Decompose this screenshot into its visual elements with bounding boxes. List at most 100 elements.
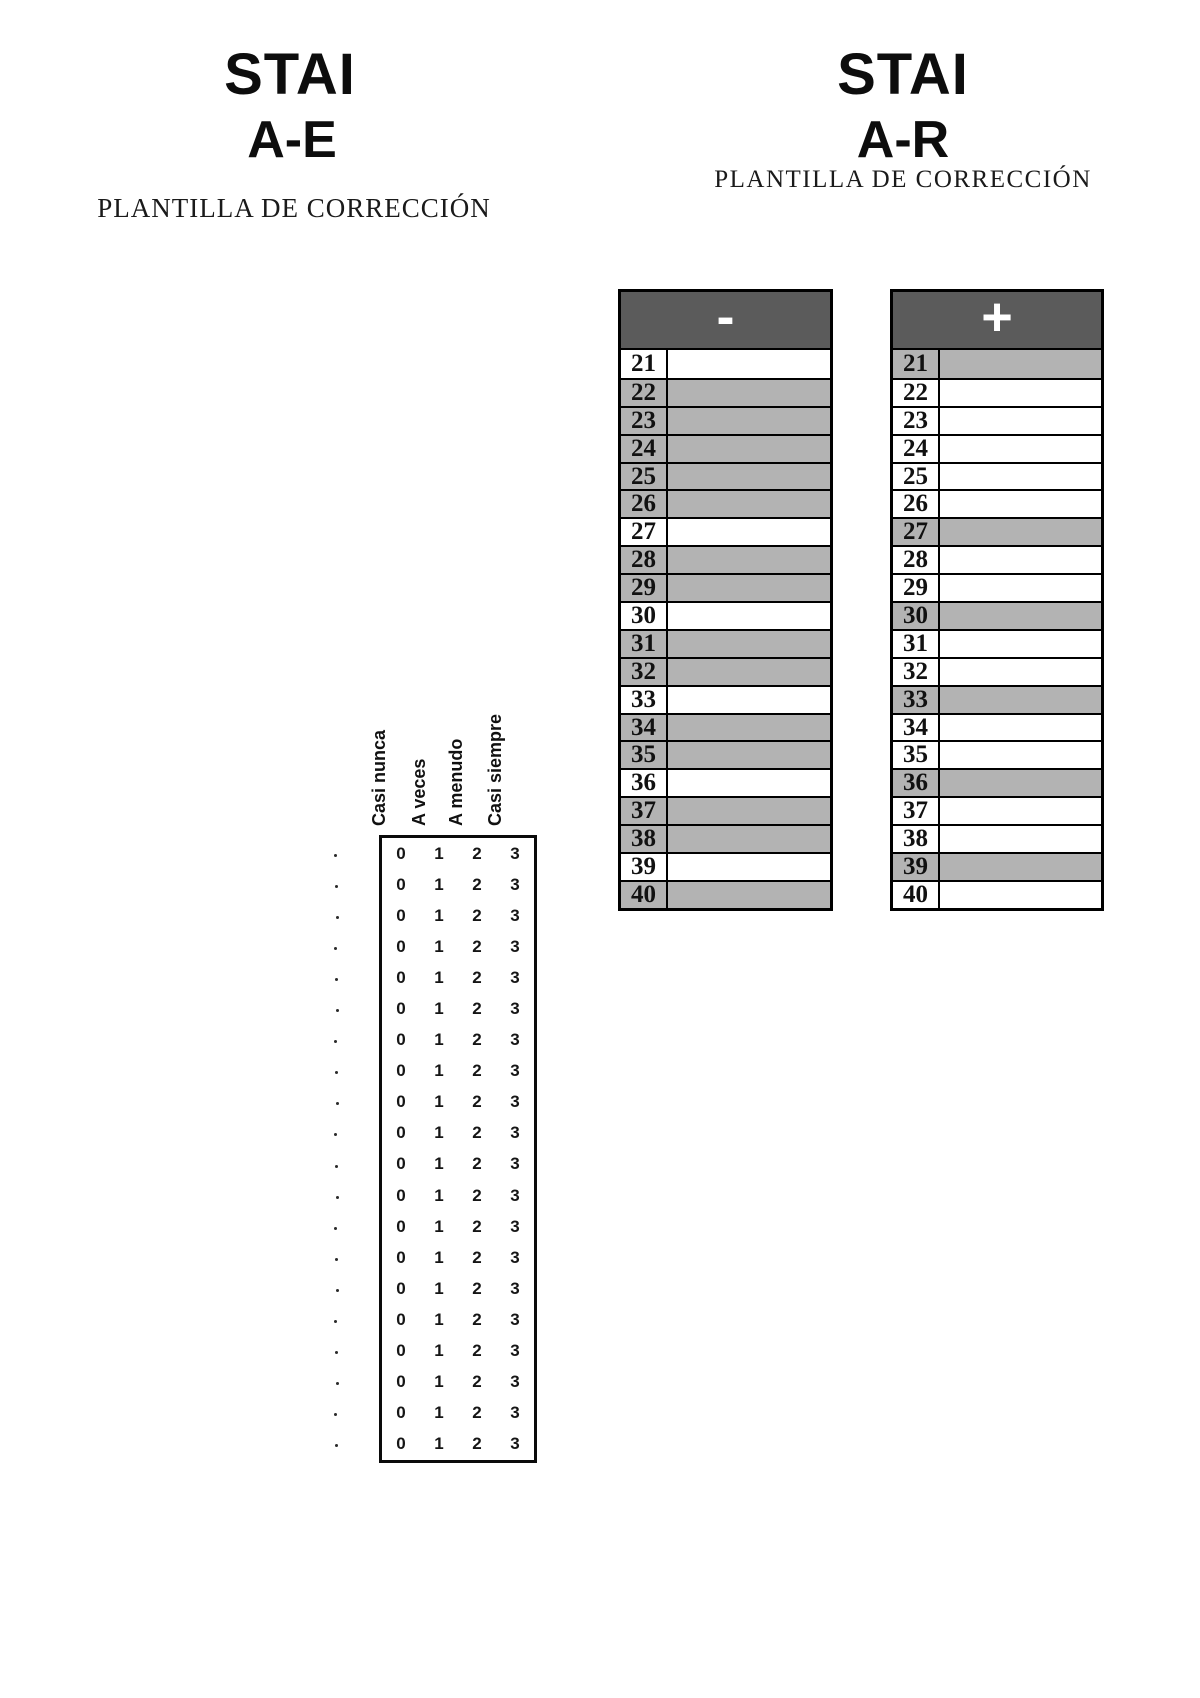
answer-cell: 1 [434,1341,444,1361]
answer-cell: 2 [472,967,482,987]
answer-window-cell [668,826,830,853]
answer-cell: 2 [472,1030,482,1050]
answer-cell: 3 [510,1403,520,1423]
plus-row-27: 27 [893,517,1101,545]
right-panel-title: STAI [837,42,969,107]
answer-window-cell [668,854,830,880]
minus-icon: - [716,287,735,347]
answer-window-cell [668,798,830,825]
leader-dot [336,1195,339,1199]
answer-cell: 1 [434,967,444,987]
answer-cell: 1 [434,1278,444,1298]
leader-dot [336,915,339,919]
minus-row-22: 22 [621,377,830,406]
answer-window-cell [940,881,1101,908]
minus-row-37: 37 [621,796,830,824]
answer-cell: 1 [434,1403,444,1423]
plus-row-40: 40 [893,879,1101,908]
minus-table-header: - [621,287,830,350]
answer-window-cell [940,798,1101,825]
answer-cell: 1 [434,1216,444,1236]
answer-cell: 1 [434,874,444,894]
answer-cell: 0 [396,1092,406,1112]
answer-window-cell [940,630,1101,657]
answer-cell: 0 [396,967,406,987]
item-number-cell: 34 [621,714,668,741]
leader-dot [334,853,337,857]
answer-cell: 3 [510,936,520,956]
item-number-cell: 34 [893,714,940,741]
answer-cell: 1 [434,1309,444,1329]
answer-cell: 2 [472,1092,482,1112]
answer-window-cell [668,519,830,546]
answer-cell: 2 [472,1278,482,1298]
item-number-cell: 32 [621,658,668,685]
item-number-cell: 22 [893,379,940,406]
item-number-cell: 40 [893,881,940,908]
minus-row-36: 36 [621,768,830,796]
answer-cell: 2 [472,1154,482,1174]
leader-dot [334,1320,337,1324]
answer-grid-row: 0 1 2 3 [382,1211,534,1242]
answer-cell: 2 [472,1247,482,1267]
plus-row-37: 37 [893,796,1101,824]
answer-cell: 3 [510,1185,520,1205]
minus-row-29: 29 [621,573,830,601]
answer-cell: 3 [510,1372,520,1392]
leader-dot [336,1382,339,1386]
item-number-cell: 26 [893,490,940,517]
item-number-cell: 21 [621,350,668,378]
plus-row-34: 34 [893,712,1101,741]
answer-cell: 0 [396,905,406,925]
answer-window-cell [940,714,1101,741]
left-panel-subtitle: A-E [247,111,337,169]
minus-row-27: 27 [621,517,830,545]
answer-cell: 1 [434,1372,444,1392]
plus-row-33: 33 [893,684,1101,713]
answer-window-cell [668,547,830,574]
plus-row-35: 35 [893,740,1101,768]
answer-window-cell [668,630,830,657]
item-number-cell: 25 [893,463,940,490]
plus-row-31: 31 [893,628,1101,657]
answer-cell: 0 [396,1309,406,1329]
minus-row-24: 24 [621,433,830,462]
item-number-cell: 24 [621,435,668,462]
item-number-cell: 36 [893,769,940,796]
answer-cell: 0 [396,999,406,1019]
answer-cell: 1 [434,1154,444,1174]
minus-row-26: 26 [621,489,830,517]
item-number-cell: 32 [893,658,940,685]
answer-cell: 0 [396,936,406,956]
plus-row-39: 39 [893,852,1101,880]
leader-dot [334,946,337,950]
leader-dot [335,1444,338,1448]
answer-cell: 0 [396,1341,406,1361]
answer-window-cell [668,435,830,462]
minus-row-31: 31 [621,628,830,657]
answer-window-cell [940,435,1101,462]
answer-cell: 0 [396,1247,406,1267]
answer-cell: 2 [472,1185,482,1205]
answer-cell: 1 [434,843,444,863]
item-number-cell: 27 [893,518,940,545]
answer-cell: 0 [396,1403,406,1423]
answer-cell: 0 [396,1216,406,1236]
item-number-cell: 36 [621,769,668,796]
plus-row-30: 30 [893,601,1101,629]
answer-cell: 3 [510,1216,520,1236]
item-number-cell: 39 [893,853,940,880]
answer-cell: 2 [472,999,482,1019]
answer-grid-header-a-menudo: A menudo [446,738,466,826]
item-number-cell: 26 [621,490,668,517]
answer-cell: 2 [472,1123,482,1143]
answer-cell: 2 [472,1216,482,1236]
